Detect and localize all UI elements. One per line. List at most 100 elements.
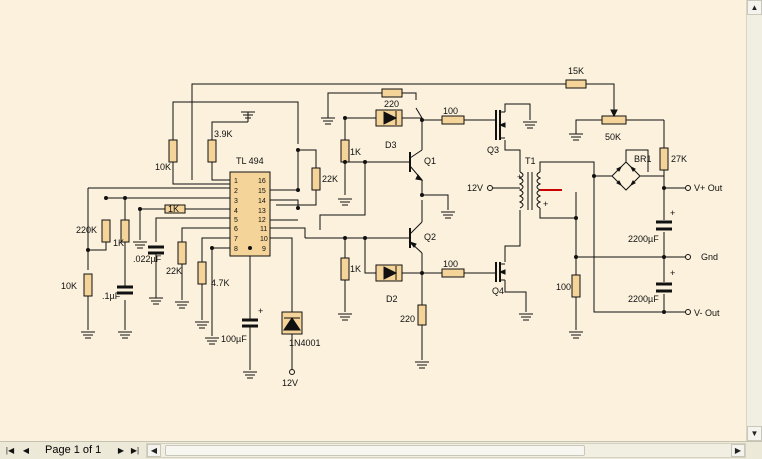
label-t1: T1 [525,156,536,166]
transistors [408,110,562,282]
resistor-220k [101,219,111,243]
label-50k: 50K [605,132,621,142]
label-d3: D3 [385,140,397,150]
capacitor-022uf [148,245,164,255]
prev-page-icon[interactable]: ◀ [22,446,30,455]
ground-icon [194,321,210,329]
resistor-4-7k [197,261,207,285]
ground-icon [204,337,220,345]
ground-icon [337,313,353,321]
ic-pin-labels: 1 2 3 4 5 6 7 8 16 15 14 13 12 11 10 9 [234,178,268,253]
plus-sign: + [517,172,522,182]
plus-sign: + [670,208,675,218]
ground-icon [568,331,584,339]
scroll-left-icon[interactable]: ◀ [147,444,161,457]
label-100-top: 100 [443,106,458,116]
label-d2: D2 [386,294,398,304]
page-indicator: Page 1 of 1 [45,444,102,456]
label-v-pos-out: V+ Out [694,183,723,193]
ground-icon [414,361,430,369]
capacitors [117,220,672,328]
ground-icon [117,331,133,339]
vertical-scrollbar[interactable]: ▲ ▼ [746,0,762,441]
page-navigation-bar: |◀ ◀ Page 1 of 1 ▶ ▶| ◀ ▶ [0,441,762,459]
capacitor-100uf [242,318,258,328]
terminal-12v-bottom [289,369,295,375]
resistor-22k-right [311,167,321,191]
scroll-thumb[interactable] [165,445,585,456]
scroll-down-icon[interactable]: ▼ [747,426,762,441]
ground-icon [174,301,190,309]
resistor-1k-q2 [340,257,350,281]
ic-name-label: TL 494 [236,156,264,166]
circuit-schematic: 1 2 3 4 5 6 7 8 16 15 14 13 12 11 10 9 T… [61,66,723,388]
first-page-icon[interactable]: |◀ [5,446,15,455]
ground-icon [320,117,336,125]
resistor-100-top [441,115,465,125]
scroll-right-icon[interactable]: ▶ [731,444,745,457]
label-1n4001: 1N4001 [289,338,321,348]
label-100-low: 100 [443,259,458,269]
junction-dots [86,116,666,314]
resistor-220-low [417,304,427,326]
svg-text:3: 3 [234,198,238,205]
capacitor-2200uf-bottom [656,282,672,293]
svg-text:11: 11 [260,226,267,233]
label-1k-q2: 1K [350,264,361,274]
next-page-icon[interactable]: ▶ [117,446,125,455]
label-10k-top: 10K [155,162,171,172]
ground-icon [440,211,456,219]
label-1k-mid: 1K [168,204,179,214]
resistor-1k-mid [164,204,186,214]
label-15k: 15K [568,66,584,76]
transformer-t1-icon [518,171,562,210]
ground-icon [522,121,538,129]
last-page-icon[interactable]: ▶| [130,446,140,455]
pot-wiper-icon [610,109,618,118]
terminal-gnd [685,254,691,260]
bridge-rectifier-icon [611,161,641,191]
label-022uf: .022µF [133,254,162,264]
svg-text:6: 6 [234,226,238,233]
svg-text:4: 4 [234,208,238,215]
terminal-v-pos [685,185,691,191]
label-27k: 27K [671,154,687,164]
resistor-100-right [571,274,581,298]
resistor-15k [565,79,587,89]
label-220-top: 220 [384,99,399,109]
resistor-1k-q1 [340,139,350,163]
ground-icon [148,297,164,305]
label-220-low: 220 [400,314,415,324]
label-3-9k: 3.9K [214,129,233,139]
components [83,79,669,335]
terminal-12v-in [487,185,493,191]
resistor-10k-top [168,139,178,163]
transistor-q2-icon [408,221,423,254]
diode-1n4001-icon [281,311,303,335]
svg-text:5: 5 [234,217,238,224]
label-br1: BR1 [634,154,652,164]
resistor-10k-low [83,273,93,297]
ground-icon [337,198,353,206]
plus-sign: + [670,268,675,278]
svg-text:12: 12 [258,217,266,224]
label-q1: Q1 [424,156,436,166]
component-labels: TL 494 15K 50K 220 100 3.9K 10K 22K D3 Q… [61,66,723,388]
label-100uf: 100µF [221,334,247,344]
horizontal-scrollbar[interactable]: ◀ ▶ [146,443,746,458]
svg-text:13: 13 [258,208,266,215]
mosfet-q3-icon [490,110,506,140]
capacitor-1uf [117,285,133,295]
scroll-up-icon[interactable]: ▲ [747,0,762,15]
svg-text:15: 15 [258,188,266,195]
label-100-right: 100 [556,282,571,292]
label-gnd: Gnd [701,252,718,262]
ground-icon [132,241,148,249]
label-10k-low: 10K [61,281,77,291]
capacitor-2200uf-top [656,220,672,231]
ic-tl494 [229,171,271,257]
resistor-22k-low [177,241,187,265]
label-2200uf-bottom: 2200µF [628,294,659,304]
diode-d2-icon [375,264,403,282]
label-2200uf-top: 2200µF [628,234,659,244]
